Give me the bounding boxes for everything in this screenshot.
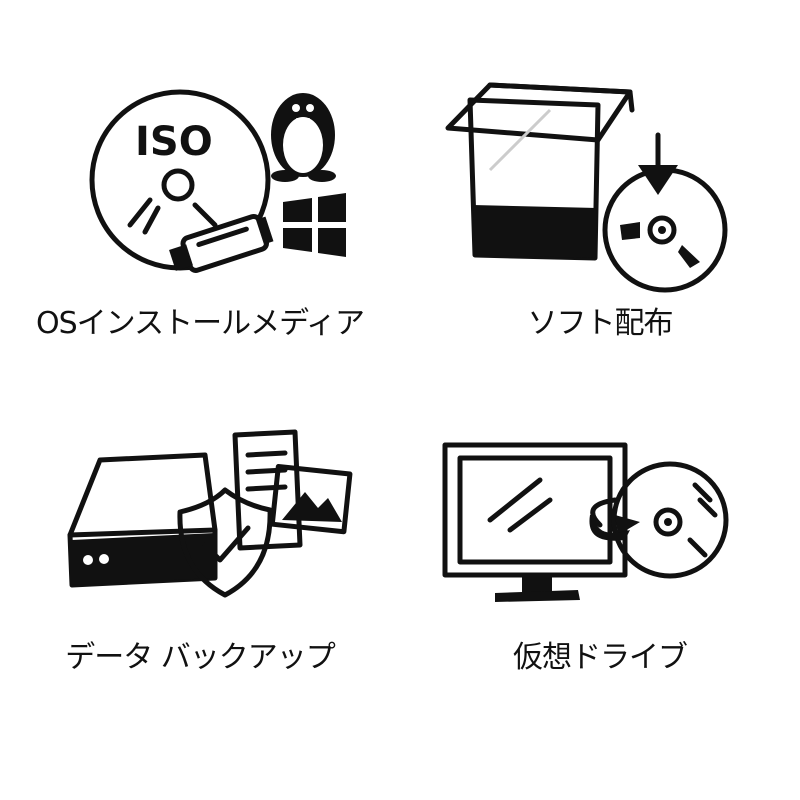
os-install-media-icon: ISO <box>89 89 346 273</box>
data-backup-label: データ バックアップ <box>65 640 336 675</box>
os-install-media-item: ISO OSインストールメディア <box>0 0 400 400</box>
data-backup-item: データ バックアップ <box>0 400 400 800</box>
software-distribution-label: ソフト配布 <box>527 306 674 341</box>
virtual-drive-icon <box>442 442 729 602</box>
virtual-drive-label: 仮想ドライブ <box>513 640 688 675</box>
data-backup-icon <box>67 429 353 598</box>
iso-text: ISO <box>135 119 213 165</box>
virtual-drive-item: 仮想ドライブ <box>400 400 800 800</box>
penguin-icon <box>271 93 336 182</box>
windows-logo-icon <box>283 193 346 257</box>
os-install-media-label: OSインストールメディア <box>36 306 365 341</box>
software-distribution-item: ソフト配布 <box>400 0 800 400</box>
software-distribution-icon <box>445 82 728 293</box>
usb-stick-icon <box>169 213 274 273</box>
